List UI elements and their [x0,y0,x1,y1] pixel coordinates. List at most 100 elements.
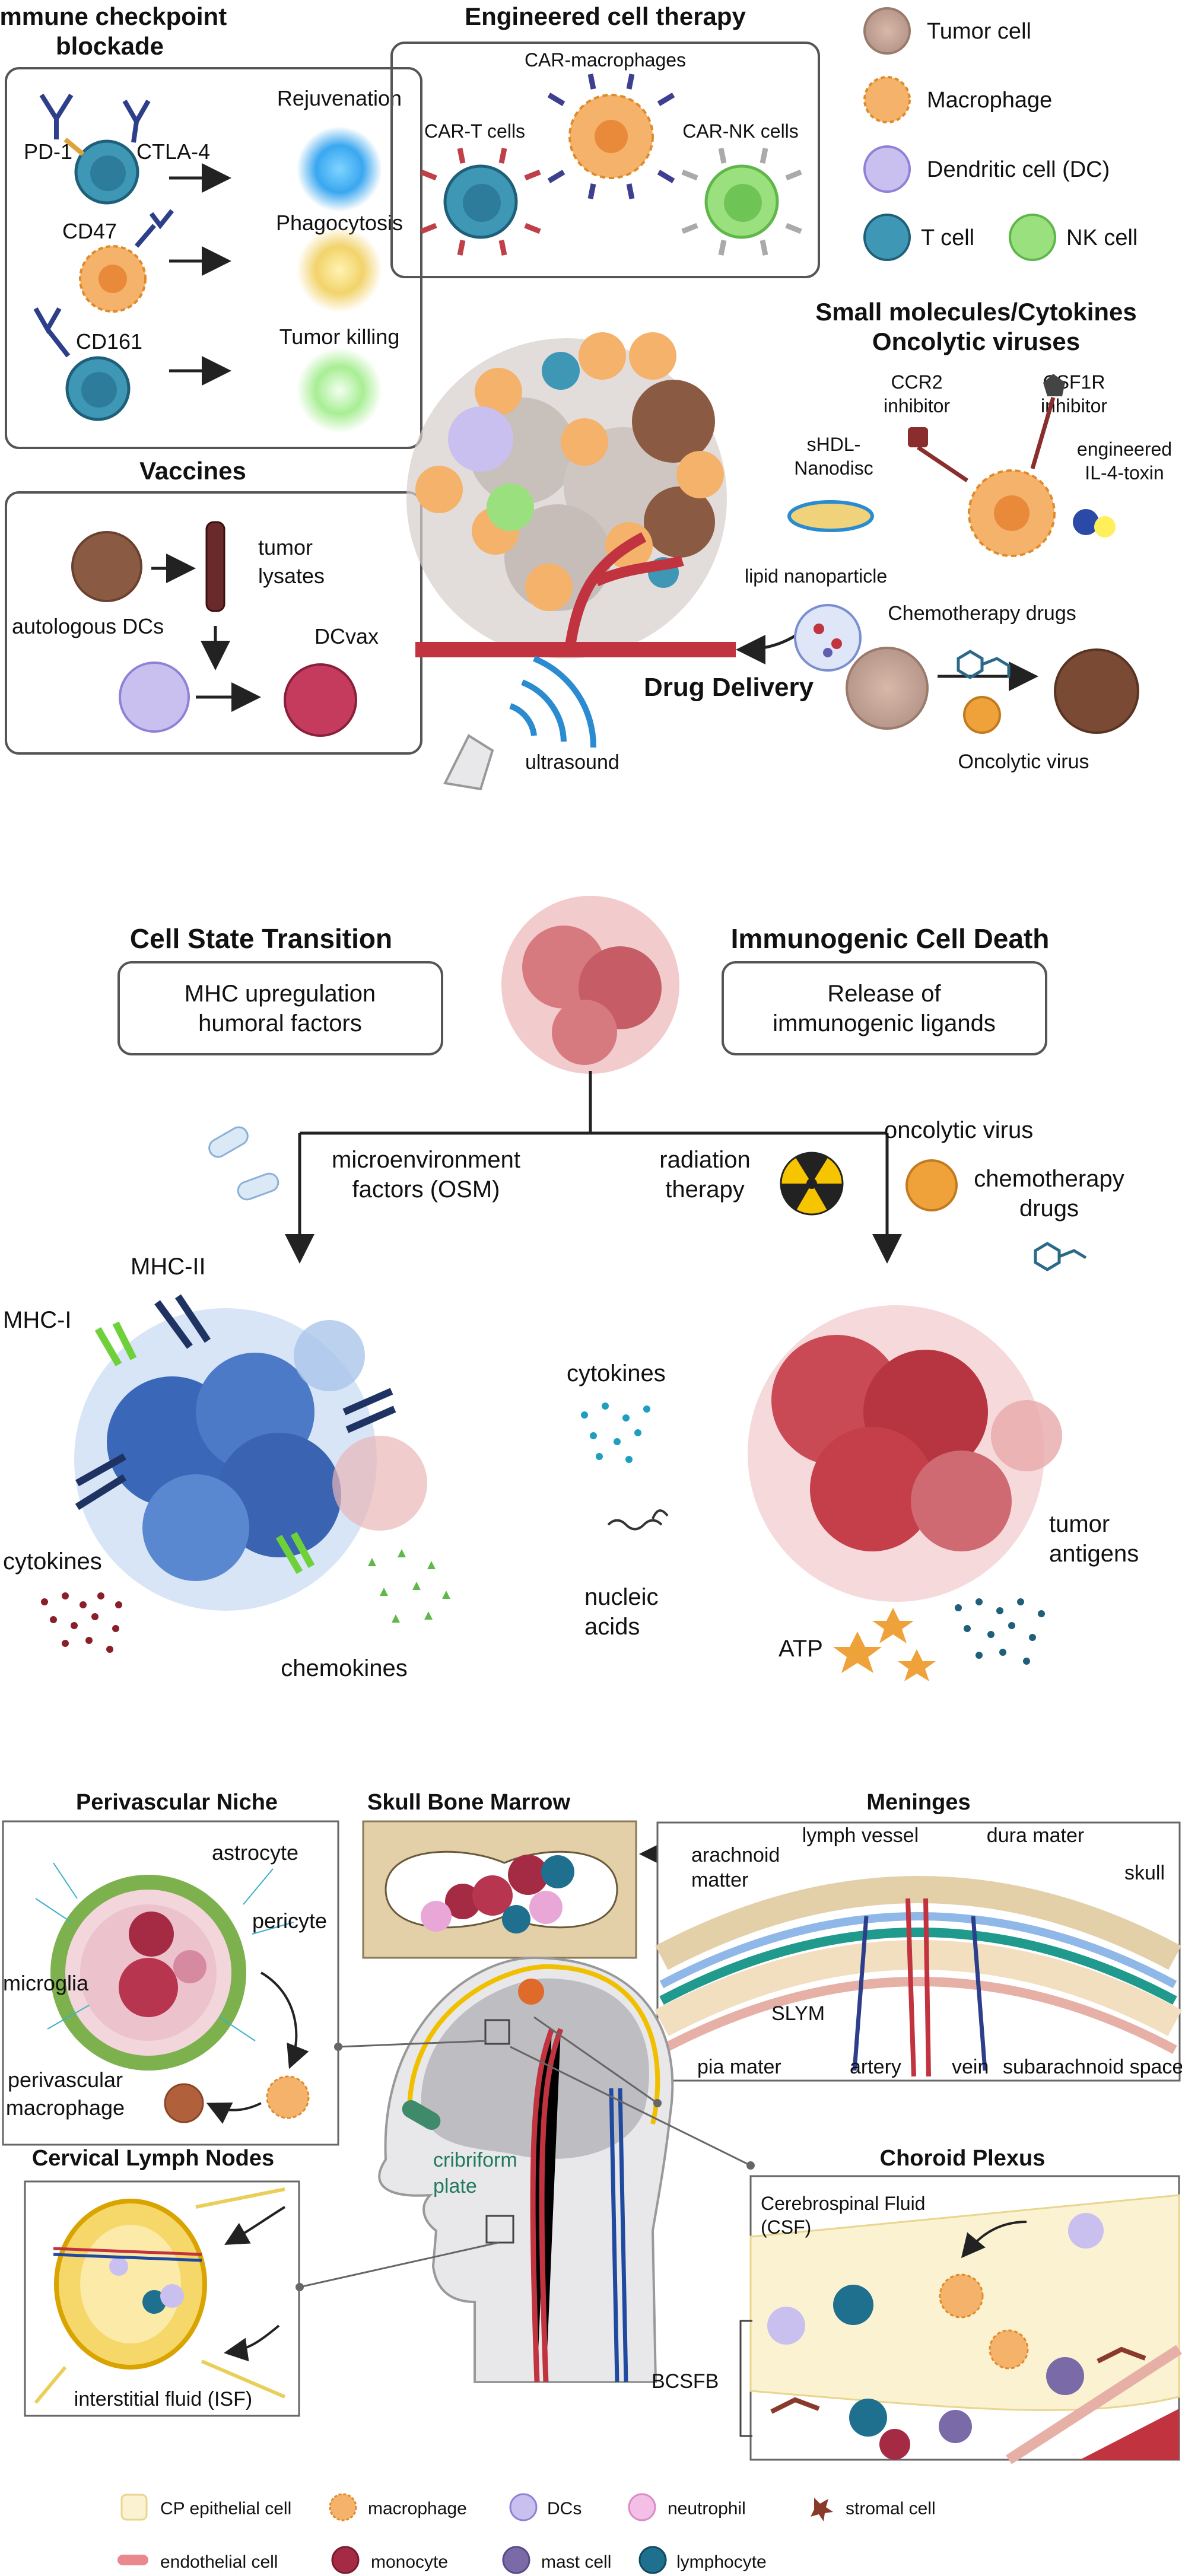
legend-t-cell: T cell [921,225,974,250]
cell-state-title: Cell State Transition [130,923,392,954]
lymphocyte-legend-icon [638,2546,667,2574]
choroid-illustration [749,2194,1182,2464]
vessel-cross-section-icon [50,1875,246,2071]
killing-cell-icon [297,348,382,433]
vaccines-title: Vaccines [139,457,246,485]
macrophage-icon-p3 [266,2075,310,2119]
cd47-label: CD47 [62,219,117,243]
radiation-line1: radiation [659,1147,750,1173]
astrocyte-icon [35,1862,294,2041]
legend-dendritic: Dendritic cell (DC) [927,157,1110,182]
nucleic-acids-line1: nucleic [584,1584,659,1610]
subarachnoid-label: subarachnoid space [1003,2056,1182,2078]
cytokines-right-label: cytokines [567,1360,666,1386]
dura-mater-label: dura mater [987,1824,1084,1847]
legend-macrophage: Macrophage [927,88,1052,113]
arrow-icon-16 [961,2221,1027,2259]
pd1-receptor-icon [63,137,85,157]
tumor-killing-label: Tumor killing [279,325,400,349]
nanodisc-icon [787,500,874,532]
car-t-cell-icon [420,148,541,256]
connector-line-meninges [533,2016,658,2104]
cp-epithelial-icon [120,2494,148,2521]
head-illustration [378,1956,674,2383]
choroid-title: Choroid Plexus [880,2146,1046,2171]
macrophage-target-icon [908,374,1116,557]
chemotherapy-label: Chemotherapy drugs [888,602,1076,625]
perivascular-macrophage-line2: macrophage [6,2095,125,2120]
mhc-upregulation-line1: MHC upregulation [185,981,376,1007]
microenvironment-line2: factors (OSM) [352,1176,500,1203]
chemotherapy-p2-line1: chemotherapy [974,1166,1124,1192]
connector-dot-3 [746,2161,755,2170]
connector-line-choroid [510,2046,751,2167]
mhc-cluster-illustration [74,1294,427,1611]
bcsfb-label: BCSFB [652,2370,719,2393]
dendritic-cell-icon [863,145,911,193]
tumor-cell-icon [863,7,911,55]
legend-macrophage-p3: macrophage [368,2499,467,2518]
meninges-layers-illustration [654,1876,1182,2077]
atp-label: ATP [779,1636,823,1662]
checkpoint-title-line2: blockade [56,32,164,60]
lymph-vessel-label: lymph vessel [802,1824,919,1847]
car-nk-cell-icon [681,148,802,256]
bone-marrow-icon [385,1850,618,1933]
chemo-drug-icon-2 [1034,1242,1087,1271]
tumor-antigen-dots-icon [955,1598,1045,1665]
cytokine-dots-right-icon [581,1403,650,1463]
oncolytic-virus-icon-2 [905,1159,958,1211]
t-cell-legend-icon [863,214,911,261]
osm-capsule-icons [208,1126,279,1201]
arrow-icon-15 [224,2324,280,2362]
antibody-icon-3 [134,209,174,248]
tumor-lysates-line1: tumor [258,535,313,559]
arrow-icon-12 [260,1971,309,2069]
atp-star-icons [833,1608,936,1681]
mhc-ii-label: MHC-II [131,1254,206,1280]
panel-therapies: Immune checkpoint blockade PD-1 CTLA-4 C… [0,2,1172,791]
legend-lymphocyte: lymphocyte [676,2552,767,2572]
skull-label: skull [1124,1862,1165,1884]
mast-cell-legend-icon [502,2546,530,2574]
pd1-label: PD-1 [24,139,72,164]
antibody-icon-2 [122,100,151,143]
dendritic-cell-icon-2 [119,662,190,733]
mhc-upregulation-line2: humoral factors [198,1010,362,1036]
radiation-line2: therapy [665,1176,744,1203]
car-t-label: CAR-T cells [424,120,525,142]
lipid-nanoparticle-icon [794,604,862,672]
legend-cp-epithelial: CP epithelial cell [160,2499,291,2518]
autologous-dcs-label: autologous DCs [12,614,164,638]
macrophage-legend-icon-2 [329,2493,357,2521]
connector-dot-2 [653,2099,662,2107]
cervical-title: Cervical Lymph Nodes [32,2146,274,2171]
oncolytic-virus-icon [963,696,1001,734]
meninges-title: Meninges [866,1790,970,1815]
tumor-cell-icon-3 [846,647,929,730]
microglia-label: microglia [3,1971,89,1995]
chemokines-label: chemokines [281,1655,407,1681]
tumor-mass-icon [501,896,679,1074]
ultrasound-probe-icon [443,656,597,791]
icd-cluster-illustration [748,1305,1062,1602]
tumor-antigens-line2: antigens [1049,1541,1139,1567]
cytokines-left-label: cytokines [3,1548,102,1575]
engineered-title: Engineered cell therapy [465,2,746,30]
dying-tumor-cell-icon [1054,648,1139,734]
mhc-i-label: MHC-I [3,1307,72,1333]
arrow-icon-14 [224,2206,286,2245]
isf-label: interstitial fluid (ISF) [74,2388,252,2410]
tumor-antigens-line1: tumor [1049,1511,1110,1537]
perivascular-macrophage-line1: perivascular [8,2068,123,2092]
legend-monocyte: monocyte [371,2552,448,2572]
bcsfb-bracket [739,2320,752,2437]
lymph-node-icon [34,2187,286,2404]
release-line2: immunogenic ligands [773,1010,996,1036]
t-cell-icon-2 [65,356,131,421]
lysate-tube-icon [205,521,225,612]
cribriform-line2: plate [433,2175,477,2197]
small-molecules-title-line1: Small molecules/Cytokines [815,298,1137,326]
tumor-cell-icon-2 [71,531,142,602]
antibody-icon [39,93,74,139]
